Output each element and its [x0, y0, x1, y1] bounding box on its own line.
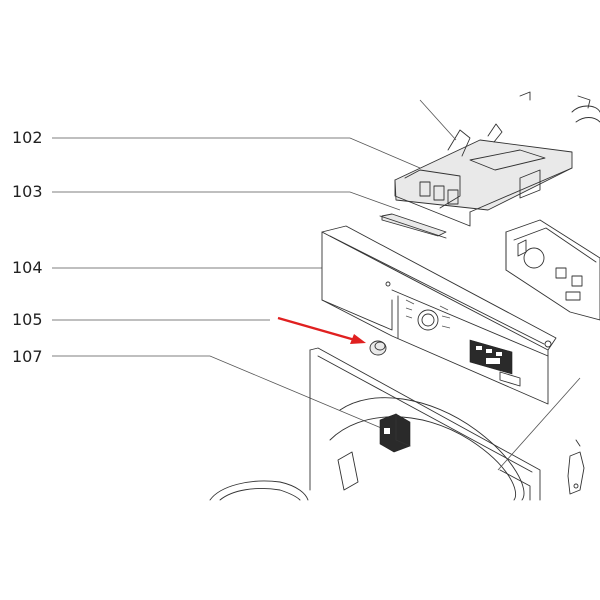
leader-line-103 [52, 191, 401, 211]
part-105-knob [369, 340, 387, 356]
callout-label-107: 107 [12, 347, 43, 366]
top-right-fragment [519, 91, 600, 123]
drum-fragment [209, 480, 309, 501]
leader-line-102 [52, 137, 421, 169]
leader-line-107 [52, 355, 387, 431]
part-102-dispenser-housing [394, 99, 573, 227]
callout-label-105: 105 [12, 310, 43, 329]
callout-label-103: 103 [12, 182, 43, 201]
part-107-door-lock [379, 413, 411, 453]
front-panel [309, 347, 581, 501]
callout-label-102: 102 [12, 128, 43, 147]
callout-label-104: 104 [12, 258, 43, 277]
electronic-module [505, 219, 600, 321]
hinge-bracket [567, 439, 585, 495]
part-103-label-strip [379, 213, 447, 239]
highlight-arrow [277, 316, 366, 344]
part-104-control-panel [321, 225, 557, 405]
